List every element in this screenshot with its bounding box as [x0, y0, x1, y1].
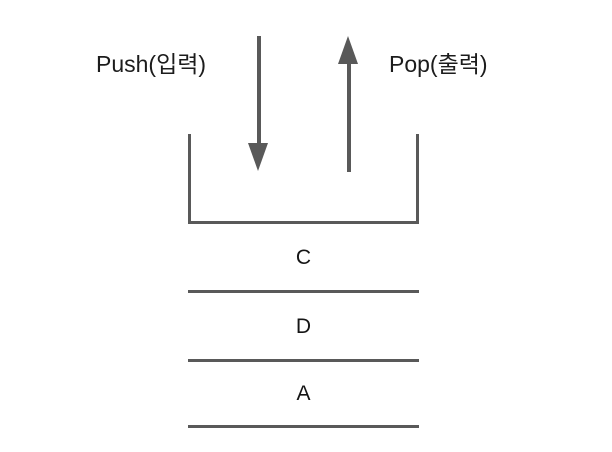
arrow-down-icon-shaft	[257, 36, 261, 144]
pop-operation-label: Pop(출력)	[389, 51, 488, 77]
stack-cells: C D A	[188, 221, 419, 428]
stack-cell-label: A	[296, 382, 311, 405]
arrow-down-icon	[248, 143, 268, 171]
stack-cell-label: C	[295, 245, 312, 269]
stack-cell-label: D	[295, 314, 312, 338]
push-operation-label: Push(입력)	[96, 51, 207, 77]
stack-container: C D A	[188, 134, 419, 428]
arrow-up-icon-shaft	[347, 62, 351, 172]
stack-cell: D	[188, 290, 419, 359]
stack-cell: C	[188, 221, 419, 290]
arrow-up-icon	[338, 36, 358, 64]
stack-cell: A	[188, 359, 419, 428]
